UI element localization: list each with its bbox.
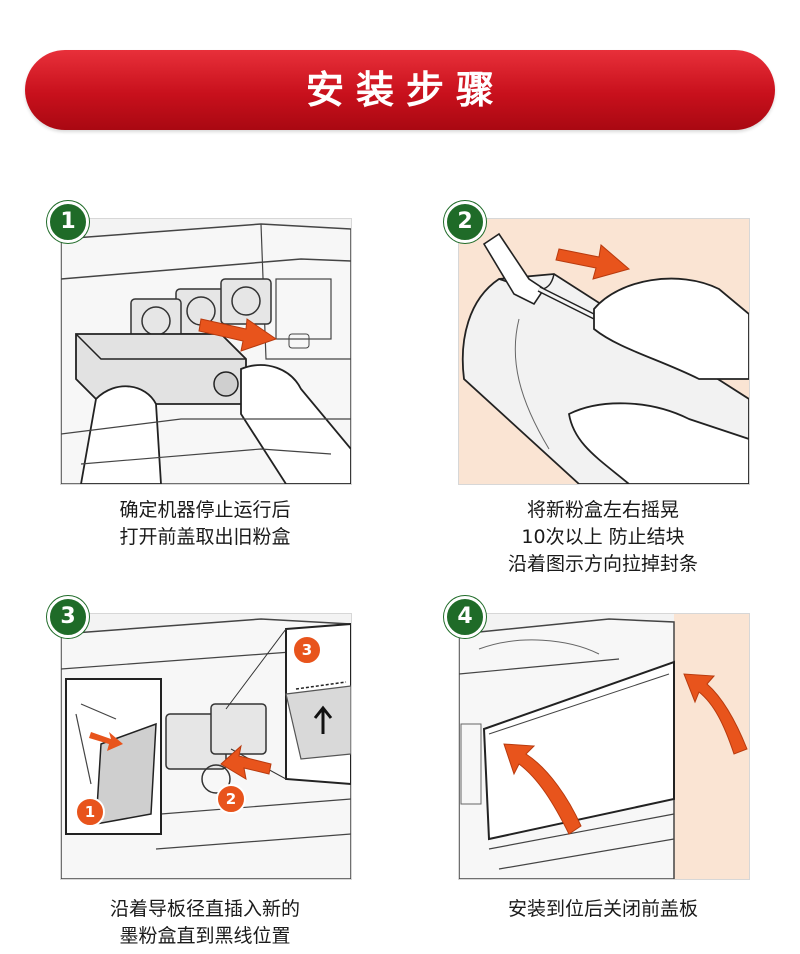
step-4-illustration bbox=[458, 613, 750, 880]
step-1-caption-line-1: 确定机器停止运行后 bbox=[119, 499, 291, 521]
step-2-caption-line-1: 将新粉盒左右摇晃 bbox=[526, 499, 679, 521]
page-title: 安装步骤 bbox=[305, 68, 506, 112]
step-1-caption: 确定机器停止运行后 打开前盖取出旧粉盒 bbox=[35, 497, 375, 551]
step-1-badge: 1 bbox=[47, 201, 89, 243]
callout-badge-2: 2 bbox=[216, 784, 246, 814]
callout-badge-1: 1 bbox=[75, 797, 105, 827]
step-3-badge: 3 bbox=[47, 596, 89, 638]
step-3-caption-line-1: 沿着导板径直插入新的 bbox=[109, 898, 300, 920]
title-banner bbox=[25, 50, 775, 130]
step-2-caption: 将新粉盒左右摇晃 10次以上 防止结块 沿着图示方向拉掉封条 bbox=[433, 497, 773, 578]
step-2-caption-line-2: 10次以上 防止结块 bbox=[521, 526, 685, 548]
step-3-caption: 沿着导板径直插入新的 墨粉盒直到黑线位置 bbox=[35, 896, 375, 950]
step-3-illustration bbox=[60, 613, 352, 880]
callout-badge-3: 3 bbox=[292, 635, 322, 665]
step-2-badge: 2 bbox=[444, 201, 486, 243]
step-3-caption-line-2: 墨粉盒直到黑线位置 bbox=[119, 925, 291, 947]
step-4-badge: 4 bbox=[444, 596, 486, 638]
step-4-caption-line-1: 安装到位后关闭前盖板 bbox=[507, 898, 698, 920]
step-4-caption: 安装到位后关闭前盖板 bbox=[433, 896, 773, 923]
step-2-illustration bbox=[458, 218, 750, 485]
step-1-caption-line-2: 打开前盖取出旧粉盒 bbox=[119, 526, 291, 548]
step-2-caption-line-3: 沿着图示方向拉掉封条 bbox=[507, 553, 698, 575]
step-1-illustration bbox=[60, 218, 352, 485]
